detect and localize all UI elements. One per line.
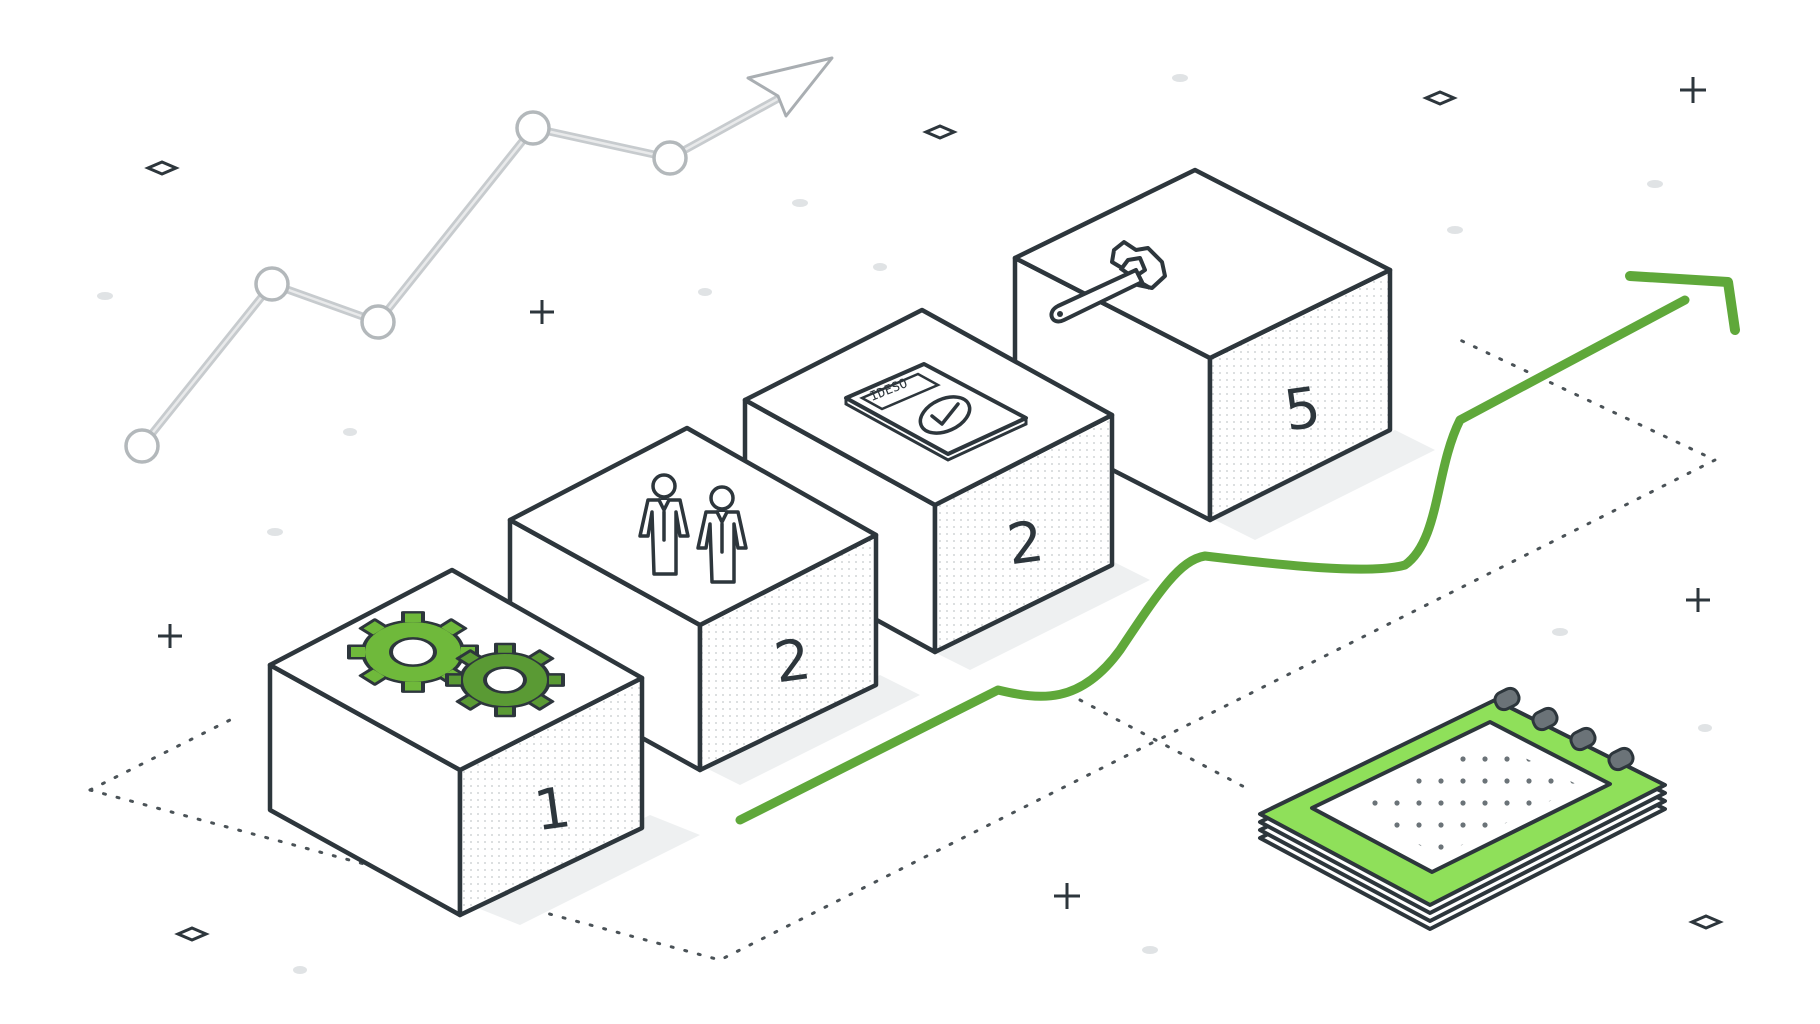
growth-arrow-icon: [735, 271, 1740, 825]
dotted-floor-outline: [88, 338, 1719, 962]
box-shadows: [470, 430, 1435, 925]
step-box-1: 1: [267, 567, 645, 918]
background-dots: [97, 74, 1712, 974]
people-icon: [638, 473, 748, 584]
decorative-sparkles: [144, 77, 1724, 942]
document-check-icon: IDESO: [844, 362, 1028, 462]
trend-arrow-icon: [124, 56, 834, 464]
calendar-icon: [1258, 686, 1667, 931]
step-box-4: 5: [1012, 167, 1393, 523]
wrench-icon: [1049, 240, 1167, 324]
gears-icon: [347, 611, 565, 718]
step-box-2: 2: [507, 425, 879, 773]
